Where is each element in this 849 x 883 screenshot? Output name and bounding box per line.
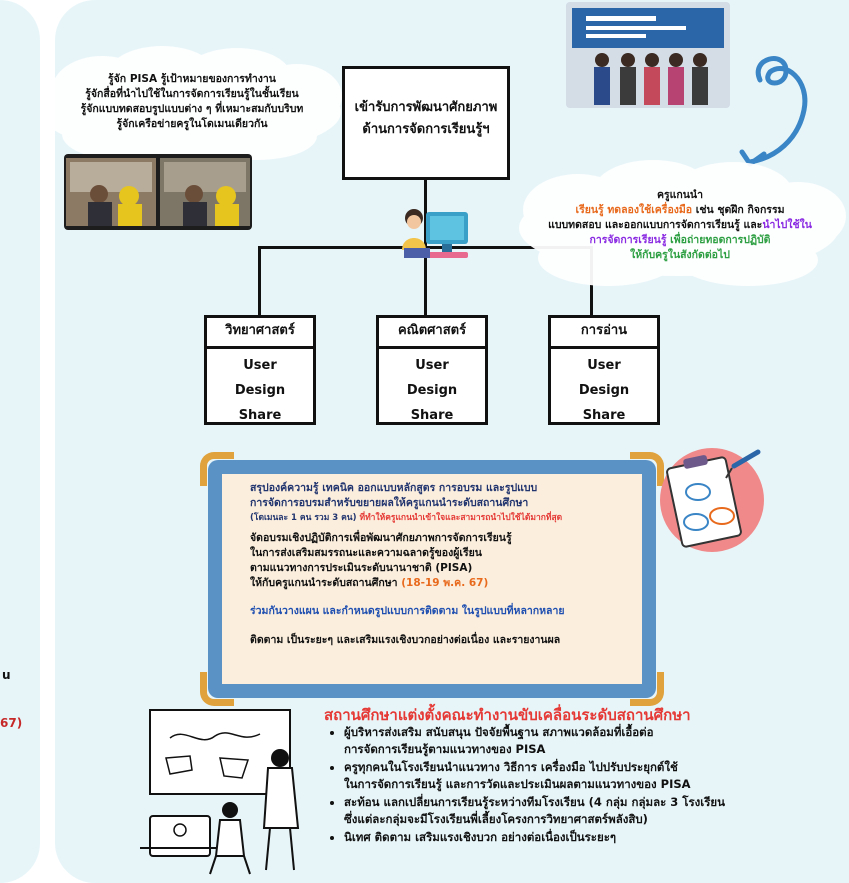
right-cloud-line-2: เรียนรู้ ทดลองใช้เครื่องมือ เช่น ชุดฝึก … [520,203,840,218]
bullet-line: ครูทุกคนในโรงเรียนนำแนวทาง วิธีการ เครื่… [344,760,678,774]
right-cloud-line-3: แบบทดสอบ และออกแบบการจัดการเรียนรู้ และน… [520,218,840,233]
right-cloud-line-5: ให้กับครูในสังกัดต่อไป [630,249,730,261]
left-cloud [41,46,342,160]
bullet-line: ในการจัดการเรียนรู้ และการวัดและประเมินผ… [344,777,691,791]
right-cloud-text: ครูแกนนำ เรียนรู้ ทดลองใช้เครื่องมือ เช่… [520,188,840,263]
domain-line: Design [406,383,458,398]
left-cloud-text: รู้จัก PISA รู้เป้าหมายของการทำงาน รู้จั… [42,72,342,132]
domain-line: User [415,358,449,373]
right-cloud [519,160,846,286]
board-training-text: ให้กับครูแกนนำระดับสถานศึกษา [250,577,402,589]
board-corner-bottom-right [630,672,664,706]
domain-title: การอ่าน [551,318,657,349]
board-summary-line-1: สรุปองค์ความรู้ เทคนิค ออกแบบหลักสูตร กา… [250,482,538,494]
bullet-item: ผู้บริหารส่งเสริม สนับสนุน ปัจจัยพื้นฐาน… [344,724,849,758]
domain-box-reading: การอ่าน User Design Share [548,315,660,425]
curved-arrow-icon [739,56,808,167]
board-corner-top-left [200,452,234,486]
group-photo-right [566,2,730,108]
domain-line: Share [582,408,626,423]
bullet-line: นิเทศ ติดตาม เสริมแรงเชิงบวก อย่างต่อเนื… [344,830,617,844]
bottom-section-title: สถานศึกษาแต่งตั้งคณะทำงานขับเคลื่อนระดับ… [324,706,691,724]
training-photo-image [66,158,250,226]
training-photo-left [64,154,252,230]
bullet-line: การจัดการเรียนรู้ตามแนวทางของ PISA [344,742,546,756]
domain-line: Design [578,383,630,398]
board-training-line-3: ตามแนวทางการประเมินระดับนานาชาติ (PISA) [250,562,473,574]
left-cloud-line: รู้จักเครือข่ายครูในโดเมนเดียวกัน [116,118,268,130]
board-content [222,474,642,684]
bullet-item: ครูทุกคนในโรงเรียนนำแนวทาง วิธีการ เครื่… [344,759,849,793]
domain-box-math: คณิตศาสตร์ User Design Share [376,315,488,425]
domain-line: User [587,358,621,373]
computer-user-icon [402,209,468,258]
right-cloud-text-span: เช่น ชุดฝึก กิจกรรม [692,204,785,216]
left-panel [0,0,40,883]
domain-line: Design [234,383,286,398]
left-cloud-line: รู้จักแบบทดสอบรูปแบบต่าง ๆ ที่เหมาะสมกับ… [80,103,304,115]
board-summary-line-2: การจัดการอบรมสำหรับขยายผลให้ครูแกนนำระดั… [250,497,529,509]
board-summary-line-3: (โดเมนละ 1 คน รวม 3 คน) ที่ทำให้ครูแกนนำ… [250,511,562,526]
bullet-line: สะท้อน แลกเปลี่ยนการเรียนรู้ระหว่างทีมโร… [344,795,725,809]
left-panel-text-1: u [2,668,11,682]
board-training-line-1: จัดอบรมเชิงปฏิบัติการเพื่อพัฒนาศักยภาพกา… [250,532,512,544]
domain-box-science: วิทยาศาสตร์ User Design Share [204,315,316,425]
connector-left [258,246,261,316]
board-summary-note-red: ที่ทำให้ครูแกนนำเข้าใจและสามารถนำไปใช้ได… [356,513,563,523]
domain-line: Share [238,408,282,423]
left-panel-text-2: 67) [0,716,23,730]
center-title-line-2: ด้านการจัดการเรียนรู้ฯ [362,122,490,137]
right-cloud-title: ครูแกนนำ [656,189,704,201]
board-training-line-4: ให้กับครูแกนนำระดับสถานศึกษา (18-19 พ.ค.… [250,576,488,591]
bullet-line: ผู้บริหารส่งเสริม สนับสนุน ปัจจัยพื้นฐาน… [344,725,654,739]
teachers-discussion-icon [140,709,300,875]
center-title-box: เข้ารับการพัฒนาศักยภาพ ด้านการจัดการเรีย… [342,66,510,180]
right-cloud-highlight: การจัดการเรียนรู้ [589,234,667,246]
connector-middle [424,246,427,316]
bullet-line: ซึ่งแต่ละกลุ่มจะมีโรงเรียนพี่เลี้ยงโครงก… [344,812,648,826]
domain-title: คณิตศาสตร์ [379,318,485,349]
bullet-item: สะท้อน แลกเปลี่ยนการเรียนรู้ระหว่างทีมโร… [344,794,849,828]
board-plan-line: ร่วมกันวางแผน และกำหนดรูปแบบการติดตาม ใน… [250,605,565,617]
connector-vertical-main [424,178,427,248]
board-corner-bottom-left [200,672,234,706]
board-followup-line: ติดตาม เป็นระยะๆ และเสริมแรงเชิงบวกอย่าง… [250,634,561,646]
board-corner-top-right [630,452,664,486]
bottom-bullet-list: ผู้บริหารส่งเสริม สนับสนุน ปัจจัยพื้นฐาน… [322,724,849,847]
right-cloud-highlight: นำไปใช้ใน [762,219,812,231]
domain-line: Share [410,408,454,423]
right-cloud-line-4: การจัดการเรียนรู้ เพื่อถ่ายทอดการปฏิบัติ [520,233,840,248]
board-training-date: (18-19 พ.ค. 67) [401,577,489,589]
domain-title: วิทยาศาสตร์ [207,318,313,349]
board-summary-note: (โดเมนละ 1 คน รวม 3 คน) [250,513,357,523]
domain-line: User [243,358,277,373]
group-photo-image [566,2,730,108]
center-title-line-1: เข้ารับการพัฒนาศักยภาพ [354,100,498,115]
bullet-item: นิเทศ ติดตาม เสริมแรงเชิงบวก อย่างต่อเนื… [344,829,849,846]
board-training-line-2: ในการส่งเสริมสมรรถนะและความฉลาดรู้ของผู้… [250,547,482,559]
right-cloud-highlight: เพื่อถ่ายทอดการปฏิบัติ [666,234,771,246]
clipboard-checklist-icon [660,448,764,552]
left-cloud-line: รู้จักสื่อที่นำไปใช้ในการจัดการเรียนรู้ใ… [85,88,299,100]
right-cloud-highlight: เรียนรู้ ทดลองใช้เครื่องมือ [575,204,693,216]
right-cloud-text-span: แบบทดสอบ และออกแบบการจัดการเรียนรู้ และ [548,219,763,231]
left-cloud-line: รู้จัก PISA รู้เป้าหมายของการทำงาน [108,73,276,85]
